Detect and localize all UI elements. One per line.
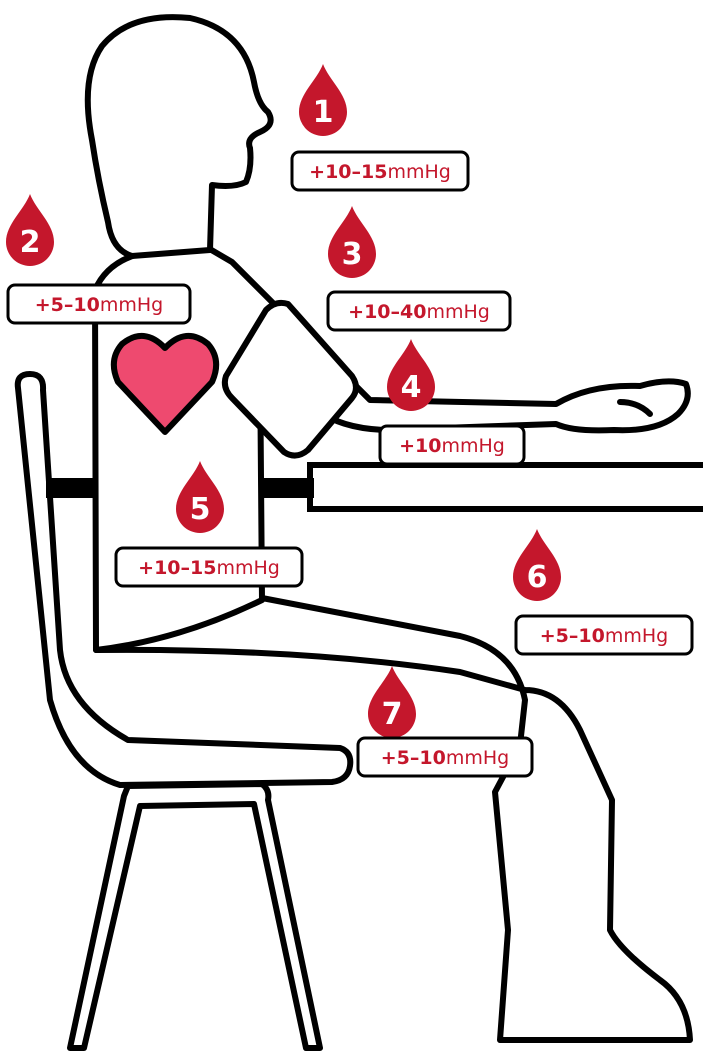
pressure-unit: mmHg <box>446 747 509 769</box>
pressure-label: +10mmHg <box>399 435 505 457</box>
person-leg <box>96 598 690 1040</box>
pressure-marker-3: 3 +10–40mmHg <box>328 206 510 330</box>
table-top <box>310 465 703 509</box>
pressure-value: +10–15 <box>138 557 216 579</box>
pressure-label: +5–10mmHg <box>381 747 509 769</box>
person-head <box>88 17 271 256</box>
marker-number: 7 <box>382 697 403 732</box>
chair-leg-left <box>70 784 320 1048</box>
marker-number: 2 <box>20 225 41 260</box>
marker-number: 6 <box>527 560 548 595</box>
pressure-marker-1: 1 +10–15mmHg <box>292 64 468 190</box>
pressure-value: +5–10 <box>381 747 446 769</box>
marker-number: 5 <box>190 492 211 527</box>
pressure-label: +10–40mmHg <box>348 301 490 323</box>
marker-number: 1 <box>313 95 334 130</box>
pressure-marker-6: 6 +5–10mmHg <box>513 529 692 654</box>
belt-left <box>46 478 100 498</box>
pressure-unit: mmHg <box>387 161 450 183</box>
pressure-unit: mmHg <box>605 625 668 647</box>
pressure-unit: mmHg <box>100 294 163 316</box>
pressure-unit: mmHg <box>426 301 489 323</box>
table <box>310 465 703 509</box>
marker-number: 3 <box>342 237 363 272</box>
pressure-label: +5–10mmHg <box>540 625 668 647</box>
chair-legs <box>70 784 320 1048</box>
pressure-value: +10 <box>399 435 441 457</box>
pressure-label: +10–15mmHg <box>138 557 280 579</box>
pressure-value: +10–15 <box>309 161 387 183</box>
pressure-label: +10–15mmHg <box>309 161 451 183</box>
pressure-label: +5–10mmHg <box>35 294 163 316</box>
pressure-unit: mmHg <box>442 435 505 457</box>
marker-number: 4 <box>401 370 422 405</box>
pressure-unit: mmHg <box>216 557 279 579</box>
belt-right <box>258 478 314 498</box>
pressure-value: +5–10 <box>35 294 100 316</box>
pressure-value: +5–10 <box>540 625 605 647</box>
pressure-value: +10–40 <box>348 301 426 323</box>
